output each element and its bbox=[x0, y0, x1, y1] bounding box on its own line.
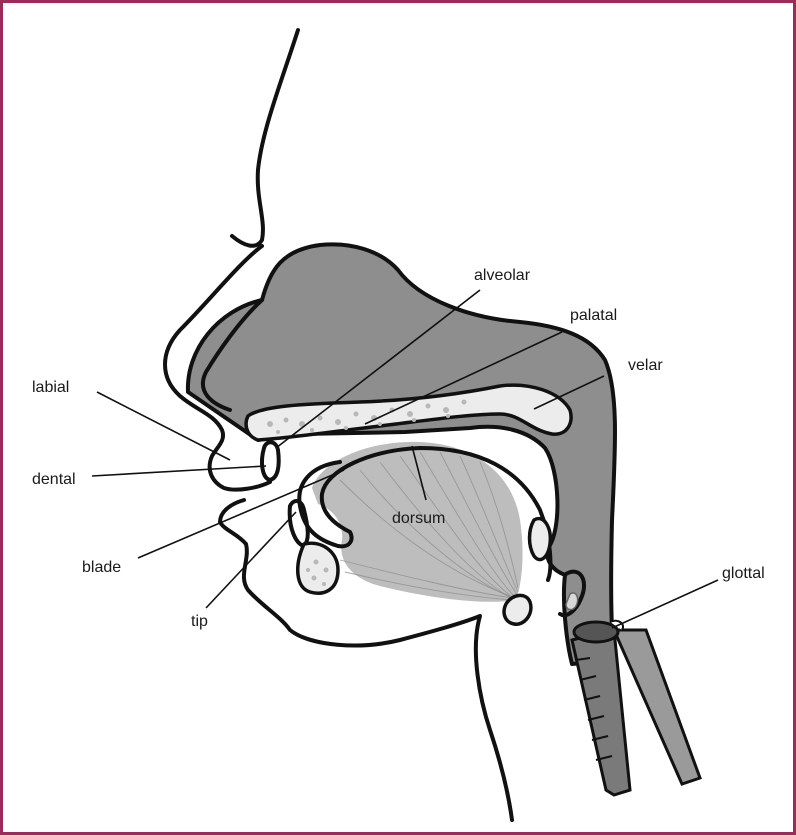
epiglottis bbox=[530, 519, 551, 560]
label-tip: tip bbox=[191, 613, 208, 630]
label-dental: dental bbox=[32, 471, 76, 488]
label-alveolar: alveolar bbox=[474, 267, 531, 284]
mandible-bone bbox=[298, 543, 338, 593]
dental-leader bbox=[92, 466, 266, 476]
label-labial: labial bbox=[32, 379, 69, 396]
glottal-leader bbox=[612, 580, 718, 628]
trachea bbox=[572, 630, 630, 795]
label-velar: velar bbox=[628, 357, 663, 374]
label-blade: blade bbox=[82, 559, 121, 576]
hyoid-bone bbox=[504, 595, 531, 624]
label-glottal: glottal bbox=[722, 565, 765, 582]
glottis-opening bbox=[574, 622, 618, 642]
label-dorsum: dorsum bbox=[392, 510, 445, 527]
label-palatal: palatal bbox=[570, 307, 617, 324]
